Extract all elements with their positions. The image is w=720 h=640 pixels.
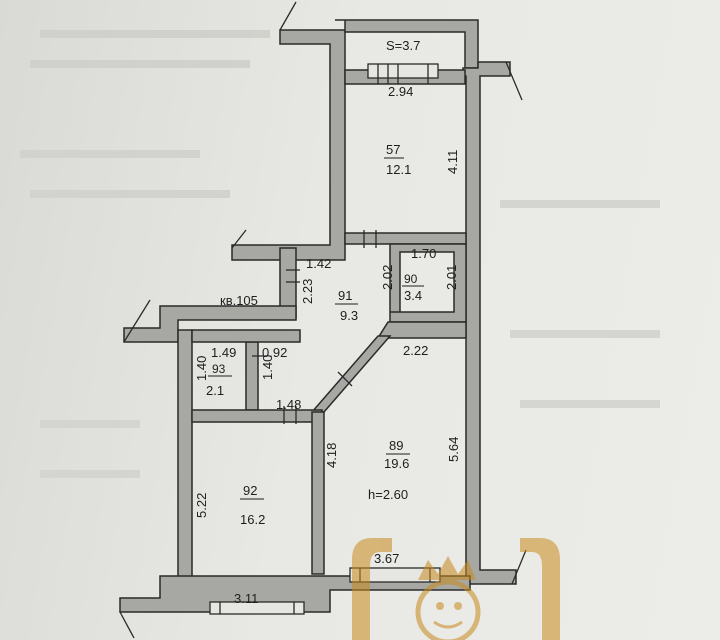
closet-top-dim: 0.92: [262, 345, 287, 360]
room-90-width-dim: 1.70: [411, 246, 436, 261]
room-92-area: 16.2: [240, 512, 265, 527]
room-91: 1.42 91 9.3 2.23: [300, 256, 358, 323]
room-93-number: 93: [212, 362, 226, 376]
openings: [209, 63, 441, 615]
balcony-door-window: [367, 63, 439, 79]
room-91-area: 9.3: [340, 308, 358, 323]
room-90: 1.70 90 3.4 2.02 2.01: [380, 246, 459, 303]
room-91-top-dim: 1.42: [306, 256, 331, 271]
walls: [119, 19, 517, 613]
room-90-area: 3.4: [404, 288, 422, 303]
room-92-number: 92: [243, 483, 257, 498]
room-91-side-dim: 2.23: [300, 279, 315, 304]
room-90-number: 90: [404, 272, 418, 286]
room-93-top-dim: 1.49: [211, 345, 236, 360]
balcony-width-dim: 2.94: [388, 84, 413, 99]
room-89-left-dim: 4.18: [324, 443, 339, 468]
room-93b-closet: 0.92 1.40 1.48: [260, 345, 301, 412]
room-57: 57 12.1 4.11: [384, 142, 460, 177]
room-89: 2.22 89 19.6 h=2.60 4.18 5.64 3.67: [324, 343, 461, 566]
room-90-right-dim: 2.01: [444, 265, 459, 290]
room-92: 92 16.2 5.22 3.11: [194, 483, 265, 606]
room-balcony: S=3.7 2.94: [386, 38, 420, 99]
room-89-bottom-dim: 3.67: [374, 551, 399, 566]
background-paper-texture: [20, 30, 660, 478]
room-89-right-dim: 5.64: [446, 437, 461, 462]
extension-lines: [119, 1, 527, 639]
room-89-top-dim: 2.22: [403, 343, 428, 358]
room-57-area: 12.1: [386, 162, 411, 177]
room-92-bottom-dim: 3.11: [234, 591, 258, 606]
window-room-92: [209, 601, 305, 615]
room-89-area: 19.6: [384, 456, 409, 471]
room-93-side-dim: 1.40: [194, 356, 209, 381]
room-57-side-dim: 4.11: [445, 150, 460, 174]
balcony-area-label: S=3.7: [386, 38, 420, 53]
room-93-area: 2.1: [206, 383, 224, 398]
closet-bottom-dim: 1.48: [276, 397, 301, 412]
room-89-height: h=2.60: [368, 487, 408, 502]
room-89-number: 89: [389, 438, 403, 453]
horseshoe-logo-icon: [352, 538, 560, 640]
closet-side-dim: 1.40: [260, 355, 275, 380]
room-57-number: 57: [386, 142, 400, 157]
room-92-side-dim: 5.22: [194, 493, 209, 518]
room-91-number: 91: [338, 288, 352, 303]
room-90-left-dim: 2.02: [380, 265, 395, 290]
room-93: 1.49 93 2.1 1.40: [194, 345, 236, 398]
apartment-label: кв.105: [220, 293, 258, 308]
